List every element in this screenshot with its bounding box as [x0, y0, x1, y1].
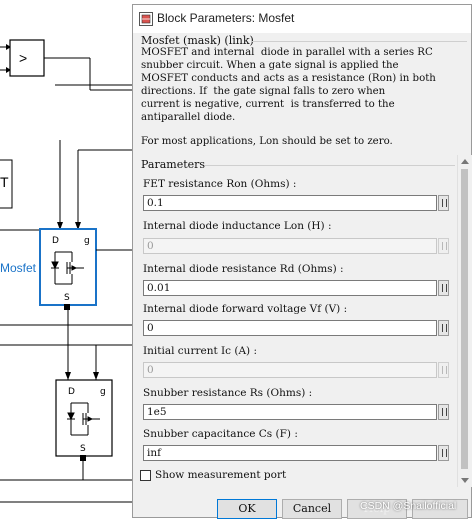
diode-resistance-input[interactable] [143, 280, 437, 296]
mosfet-block-label: Mosfet [0, 261, 37, 275]
ok-button[interactable]: OK [217, 499, 277, 519]
relational-operator-symbol: > [19, 50, 28, 66]
mosfet2-symbol-icon [67, 402, 100, 436]
forward-voltage-input[interactable] [143, 320, 437, 336]
diode-inductance-options-button [438, 238, 449, 254]
diode-inductance-label: Internal diode inductance Lon (H) : [143, 220, 332, 232]
snubber-resistance-options-button[interactable] [438, 404, 449, 420]
show-measurement-checkbox[interactable] [140, 470, 151, 481]
mask-note: For most applications, Lon should be set… [141, 136, 393, 147]
fet-resistance-label: FET resistance Ron (Ohms) : [143, 178, 297, 190]
partial-block [0, 159, 13, 209]
block-parameters-dialog: Block Parameters: Mosfet Mosfet (mask) (… [132, 4, 472, 519]
parameters-divider [205, 165, 455, 166]
simulink-block-icon [139, 12, 153, 26]
diode-inductance-input [143, 238, 437, 254]
scrollbar-thumb[interactable] [461, 169, 468, 469]
scroll-up-arrow-icon[interactable] [461, 159, 469, 164]
fet-resistance-input[interactable] [143, 195, 437, 211]
scroll-down-arrow-icon[interactable] [461, 478, 469, 483]
snubber-resistance-label: Snubber resistance Rs (Ohms) : [143, 387, 313, 399]
initial-current-options-button [438, 362, 449, 378]
snubber-capacitance-input[interactable] [143, 445, 437, 461]
initial-current-label: Initial current Ic (A) : [143, 345, 258, 357]
mosfet-symbol-icon [51, 251, 84, 285]
diode-resistance-label: Internal diode resistance Rd (Ohms) : [143, 263, 344, 275]
mosfet2-port-d: D [68, 387, 75, 397]
mosfet-port-g: g [84, 236, 90, 246]
snubber-capacitance-label: Snubber capacitance Cs (F) : [143, 428, 298, 440]
mask-header-divider [251, 41, 467, 42]
initial-current-input [143, 362, 437, 378]
snubber-capacitance-options-button[interactable] [438, 445, 449, 461]
watermark: CSDN @Snailofficial [360, 500, 457, 512]
mask-header: Mosfet (mask) (link) [141, 34, 254, 47]
window-title: Block Parameters: Mosfet [157, 11, 295, 25]
snubber-resistance-input[interactable] [143, 404, 437, 420]
forward-voltage-options-button[interactable] [438, 320, 449, 336]
help-button[interactable]: Help [347, 499, 407, 519]
diode-resistance-options-button[interactable] [438, 280, 449, 296]
partial-block-letter: T [0, 174, 9, 190]
title-bar[interactable]: Block Parameters: Mosfet [133, 5, 471, 33]
mosfet-port-s: S [64, 293, 70, 303]
parameters-scrollbar[interactable] [457, 155, 472, 487]
cancel-button[interactable]: Cancel [282, 499, 342, 519]
parameters-header: Parameters [141, 158, 206, 171]
mask-description: MOSFET and internal diode in parallel wi… [141, 47, 436, 123]
forward-voltage-label: Internal diode forward voltage Vf (V) : [143, 303, 348, 315]
show-measurement-label: Show measurement port [155, 469, 287, 481]
mosfet-block-selected [39, 228, 97, 306]
mosfet2-port-g: g [100, 387, 106, 397]
mosfet2-port-s: S [80, 444, 86, 454]
mosfet-port-d: D [52, 236, 59, 246]
mosfet-block-2 [55, 379, 113, 457]
fet-resistance-options-button[interactable] [438, 195, 449, 211]
relational-operator-block [9, 39, 45, 77]
